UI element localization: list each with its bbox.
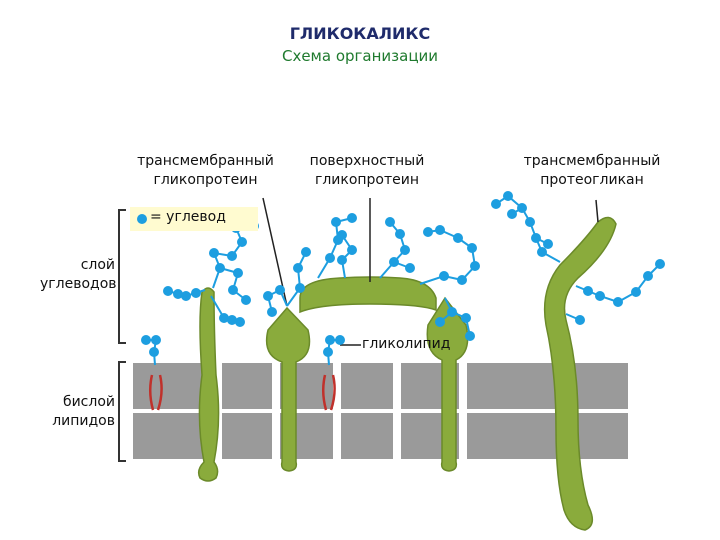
label-glycolipid: гликолипид (362, 335, 457, 354)
label-carbohydrate-layer: слой углеводов (40, 256, 115, 294)
label-transmembrane-proteoglycan: трансмембранный протеогликан (512, 152, 672, 190)
label-lipid-bilayer: бислой липидов (40, 393, 115, 431)
legend-text: = углевод (150, 209, 226, 225)
legend: = углевод (130, 207, 258, 231)
carbohydrate-layer-bracket (119, 210, 126, 343)
label-surface-glycoprotein: поверхностный гликопротеин (292, 152, 442, 190)
transmembrane-glycoprotein (199, 288, 219, 481)
carbohydrate-symbol-icon (137, 214, 147, 224)
label-transmembrane-glycoprotein: трансмембранный гликопротеин (128, 152, 283, 190)
lipid-bilayer-bracket (119, 362, 126, 461)
